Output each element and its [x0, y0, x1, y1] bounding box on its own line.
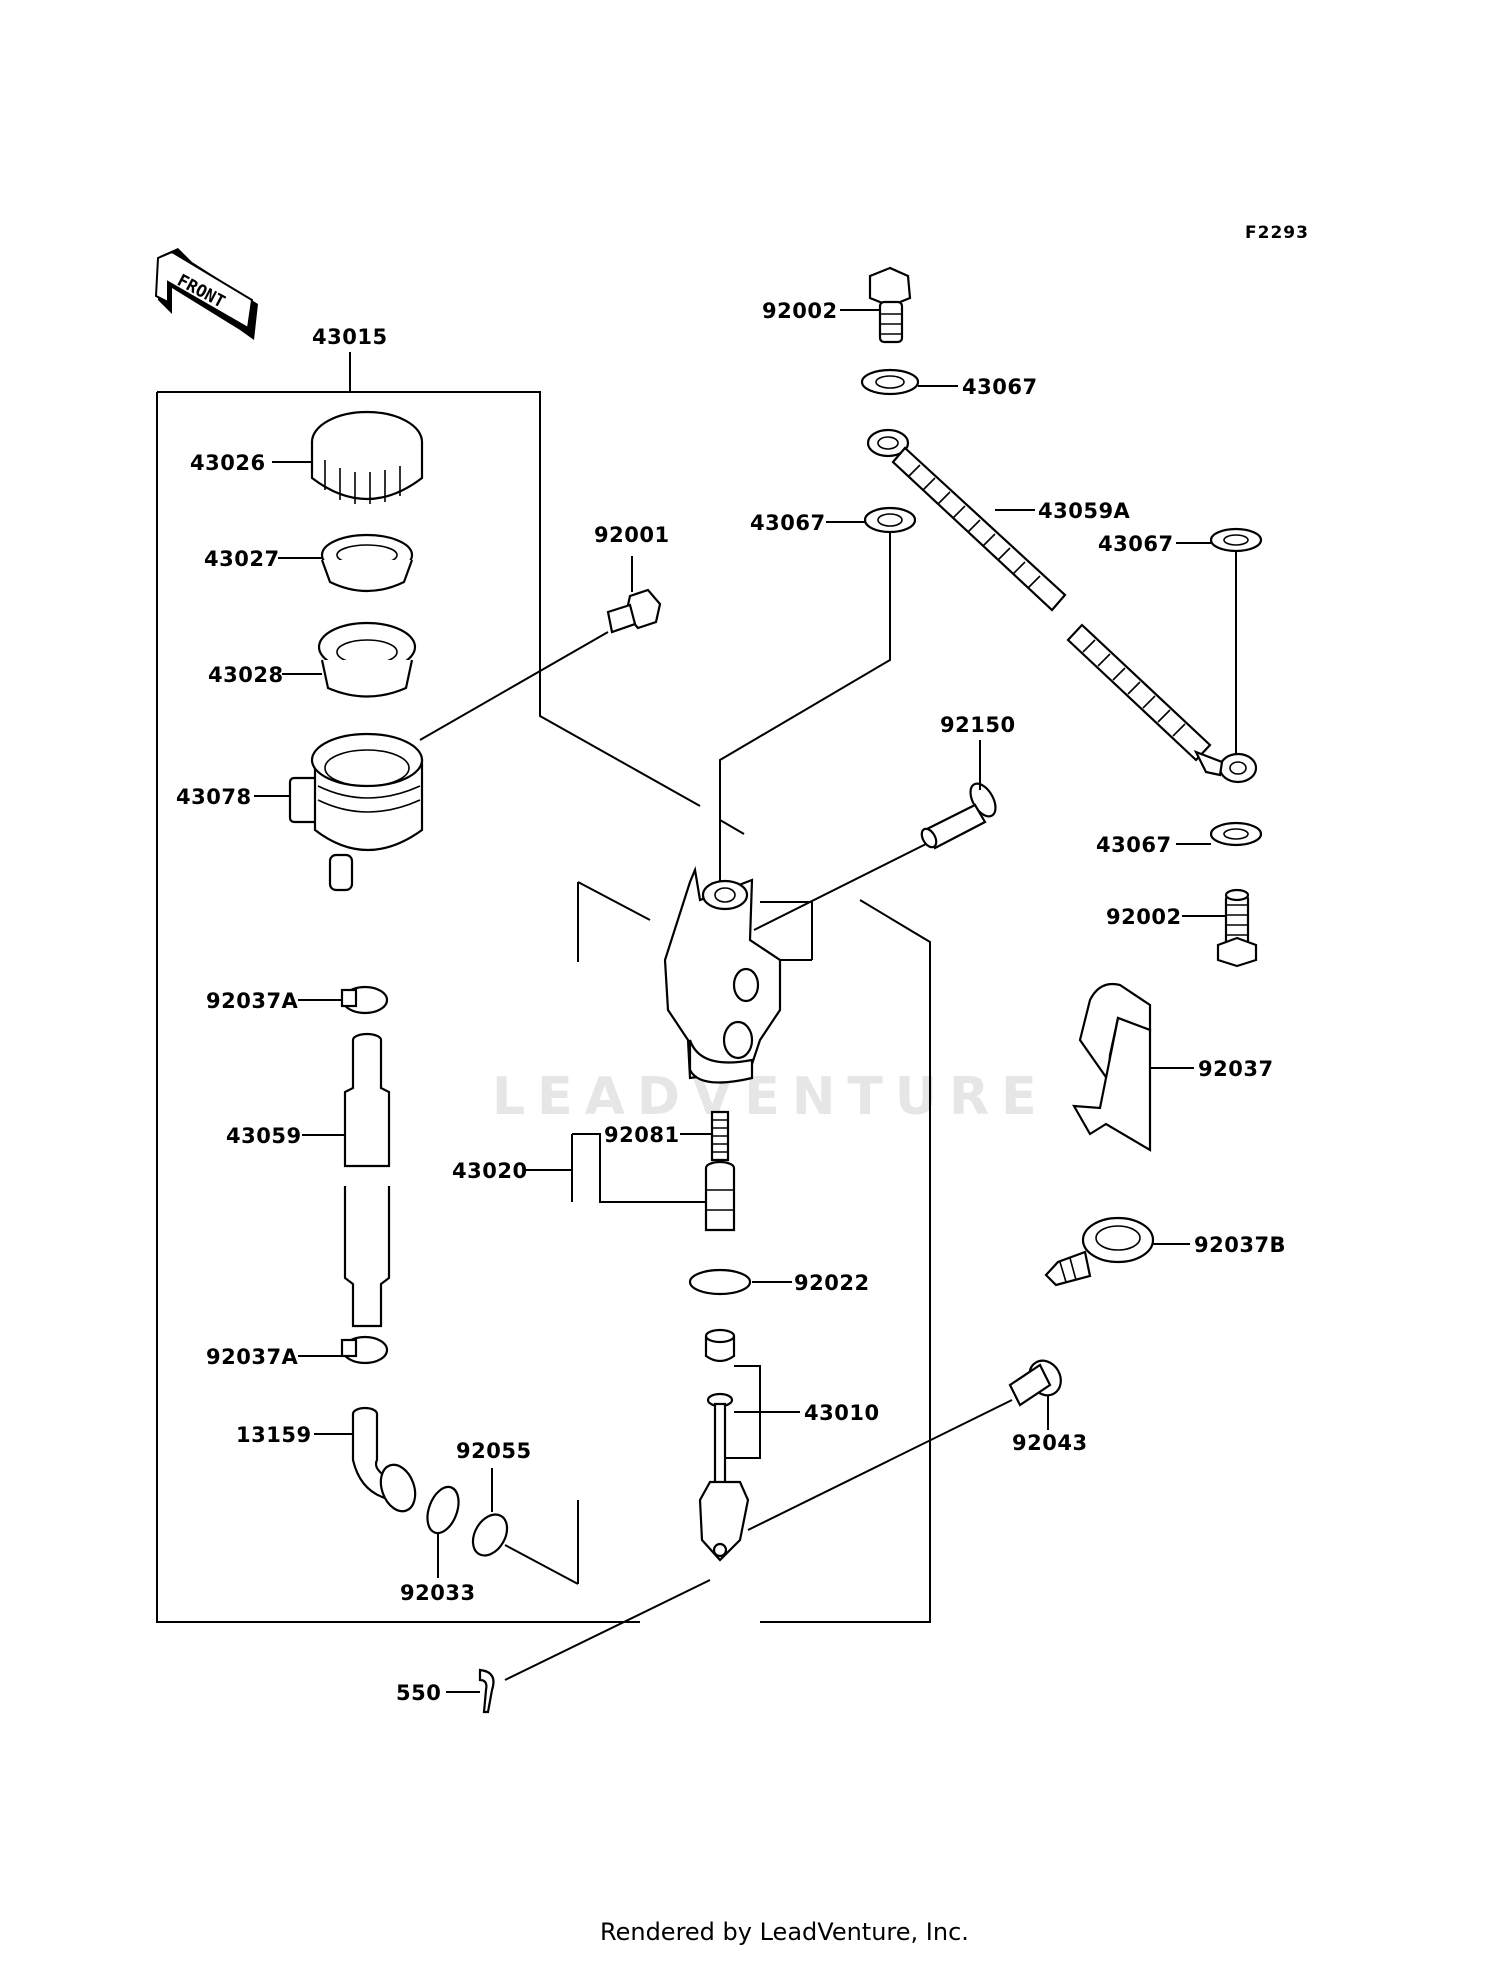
label-43067-a: 43067	[962, 375, 1038, 399]
hose-clamp-92037-part	[1072, 982, 1152, 1152]
washer-a-part	[860, 368, 920, 396]
front-arrow-icon: FRONT	[154, 248, 258, 340]
label-92002-top: 92002	[762, 299, 838, 323]
label-43015: 43015	[312, 325, 388, 349]
label-92043: 92043	[1012, 1431, 1088, 1455]
clevis-pin-part	[747, 1359, 1062, 1531]
label-43059: 43059	[226, 1124, 302, 1148]
diaphragm-part	[317, 621, 417, 698]
diaphragm-plate-part	[320, 533, 414, 592]
label-92081: 92081	[604, 1123, 680, 1147]
leader-92150-body	[753, 841, 931, 931]
elbow-fitting-part	[351, 1406, 417, 1513]
label-92150: 92150	[940, 713, 1016, 737]
hose-43059-part	[343, 1032, 391, 1328]
hose-clamp-top-part	[340, 985, 389, 1015]
footer-credit: Rendered by LeadVenture, Inc.	[600, 1918, 969, 1946]
reservoir-part	[288, 732, 424, 892]
label-43010: 43010	[804, 1401, 880, 1425]
label-43067-c: 43067	[1098, 532, 1174, 556]
cotter-pin-part	[478, 1579, 711, 1714]
label-43027: 43027	[204, 547, 280, 571]
label-43020: 43020	[452, 1159, 528, 1183]
label-92001: 92001	[594, 523, 670, 547]
watermark: LEADVENTURE	[492, 1067, 1049, 1127]
bolt-92001-part	[419, 588, 662, 741]
pin-92150-part	[920, 782, 997, 850]
hose-clamp-bottom-part	[340, 1335, 389, 1365]
hose-clip-92037b-part	[1044, 1216, 1155, 1287]
label-43026: 43026	[190, 451, 266, 475]
label-92055: 92055	[456, 1439, 532, 1463]
label-92022: 92022	[794, 1271, 870, 1295]
reservoir-cap-part	[310, 410, 424, 504]
label-92002-bottom: 92002	[1106, 905, 1182, 929]
banjo-bolt-bottom-part	[1216, 888, 1258, 968]
leader-43067-body	[719, 532, 891, 882]
label-92037a-bottom: 92037A	[206, 1345, 299, 1369]
label-92033: 92033	[400, 1581, 476, 1605]
master-cylinder-body-part	[663, 866, 813, 1084]
snap-ring-part	[688, 1268, 752, 1296]
circlip-part	[426, 1485, 460, 1535]
label-43067-b: 43067	[750, 511, 826, 535]
push-rod-part	[698, 1328, 750, 1562]
label-92037b: 92037B	[1194, 1233, 1286, 1257]
banjo-bolt-top-part	[868, 266, 912, 344]
label-550: 550	[396, 1681, 441, 1705]
spring-part	[710, 1110, 730, 1162]
washer-d-part	[1209, 821, 1263, 847]
piston-part	[704, 1160, 736, 1232]
label-43078: 43078	[176, 785, 252, 809]
brake-hose-part	[866, 428, 1258, 784]
label-43028: 43028	[208, 663, 284, 687]
label-43067-d: 43067	[1096, 833, 1172, 857]
washer-c-part	[1209, 527, 1263, 754]
label-92037: 92037	[1198, 1057, 1274, 1081]
washer-b-part	[863, 506, 917, 534]
o-ring-part	[471, 1513, 579, 1585]
assembly-box	[156, 352, 931, 1623]
label-92037a-top: 92037A	[206, 989, 299, 1013]
label-43059a: 43059A	[1038, 499, 1131, 523]
label-13159: 13159	[236, 1423, 312, 1447]
diagram-code: F2293	[1245, 223, 1309, 243]
